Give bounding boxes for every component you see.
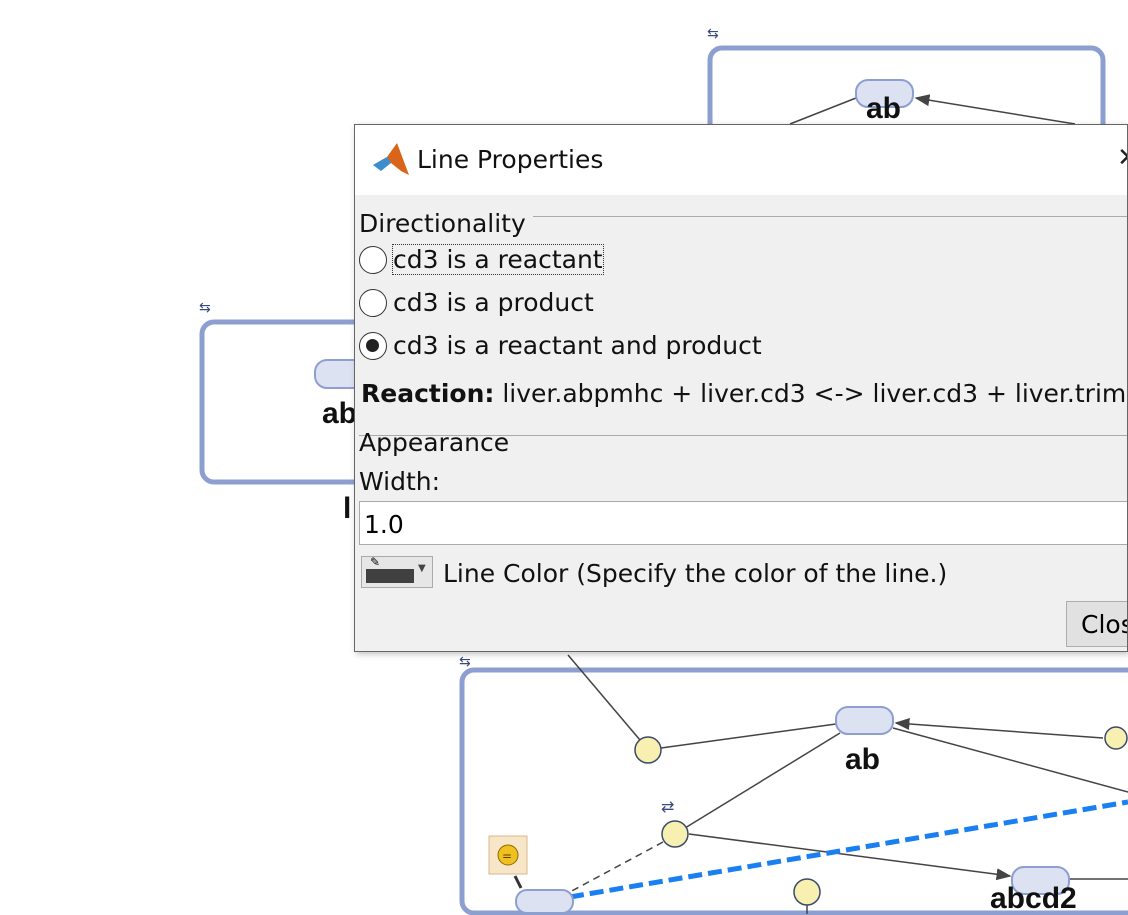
directionality-heading: Directionality [359, 209, 526, 238]
dialog-title: Line Properties [417, 145, 604, 174]
svg-text:=: = [502, 849, 512, 863]
svg-text:abcd2: abcd2 [990, 882, 1077, 915]
color-swatch [366, 569, 414, 583]
appearance-heading: Appearance [359, 428, 510, 457]
radio-button[interactable] [359, 245, 387, 274]
svg-text:ab: ab [866, 92, 901, 125]
svg-text:ab: ab [322, 397, 357, 430]
reaction-node[interactable] [1104, 726, 1128, 750]
dialog-title-bar[interactable]: Line Properties ✕ [355, 125, 1127, 195]
compartment-icon: ⇆ [199, 300, 211, 316]
radio-button[interactable] [359, 331, 387, 360]
line-properties-dialog: Line Properties ✕ Directionality cd3 is … [354, 124, 1128, 652]
compartment-icon: ⇆ [707, 26, 719, 42]
radio-reactant[interactable]: cd3 is a reactant [359, 244, 604, 275]
close-icon[interactable]: ✕ [1117, 143, 1127, 173]
compartment-icon: ⇆ [459, 654, 471, 670]
reversible-icon: ⇄ [661, 797, 674, 816]
species-node[interactable] [855, 79, 914, 108]
reaction-node[interactable] [793, 878, 821, 906]
line-color-label: Line Color (Specify the color of the lin… [443, 559, 948, 588]
reaction-node[interactable] [661, 820, 689, 848]
radio-product[interactable]: cd3 is a product [359, 288, 594, 317]
line-color-button[interactable]: ✎ ▼ [361, 555, 433, 588]
width-label: Width: [359, 467, 441, 496]
species-node[interactable] [1011, 866, 1070, 895]
reaction-node[interactable] [634, 736, 662, 764]
species-node[interactable] [835, 706, 894, 735]
compartment-bottom[interactable]: ⇆ [459, 654, 1128, 915]
reaction-text: Reaction: liver.abpmhc + liver.cd3 <-> l… [361, 379, 1128, 408]
close-button[interactable]: Close [1066, 601, 1127, 647]
chevron-down-icon: ▼ [418, 563, 426, 574]
svg-text:l: l [343, 492, 351, 525]
matlab-logo-icon [373, 143, 409, 175]
selected-line[interactable] [569, 799, 1128, 900]
svg-text:ab: ab [845, 743, 880, 776]
note-icon[interactable]: = [488, 835, 528, 889]
radio-reactant-and-product[interactable]: cd3 is a reactant and product [359, 331, 762, 360]
width-input[interactable]: 1.0 [359, 501, 1127, 545]
pencil-icon: ✎ [370, 555, 381, 569]
radio-button[interactable] [359, 288, 387, 317]
species-node[interactable] [515, 889, 574, 914]
